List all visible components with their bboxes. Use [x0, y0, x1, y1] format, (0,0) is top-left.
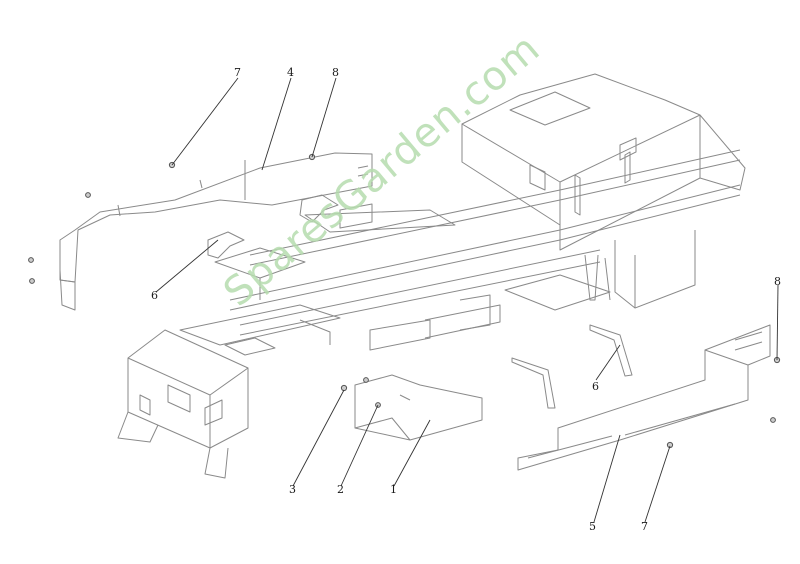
callout-8-right: 8 [774, 275, 781, 288]
callout-8-top: 8 [332, 66, 339, 79]
callout-7-top: 7 [234, 66, 241, 79]
fasteners [28, 153, 781, 449]
callout-5: 5 [589, 520, 596, 533]
part-5-bracket [517, 324, 771, 471]
part-6-brackets [207, 194, 633, 409]
callout-7-bottom: 7 [641, 520, 648, 533]
callout-3: 3 [289, 483, 296, 496]
callout-6-left: 6 [151, 289, 158, 302]
part-4-bracket [59, 152, 373, 311]
callout-4: 4 [287, 66, 294, 79]
callout-1: 1 [390, 483, 397, 496]
leader-lines [155, 77, 779, 523]
chassis-frame [117, 73, 746, 479]
callout-6-right: 6 [592, 380, 599, 393]
part-1-plate [354, 374, 483, 441]
callout-2: 2 [337, 483, 344, 496]
